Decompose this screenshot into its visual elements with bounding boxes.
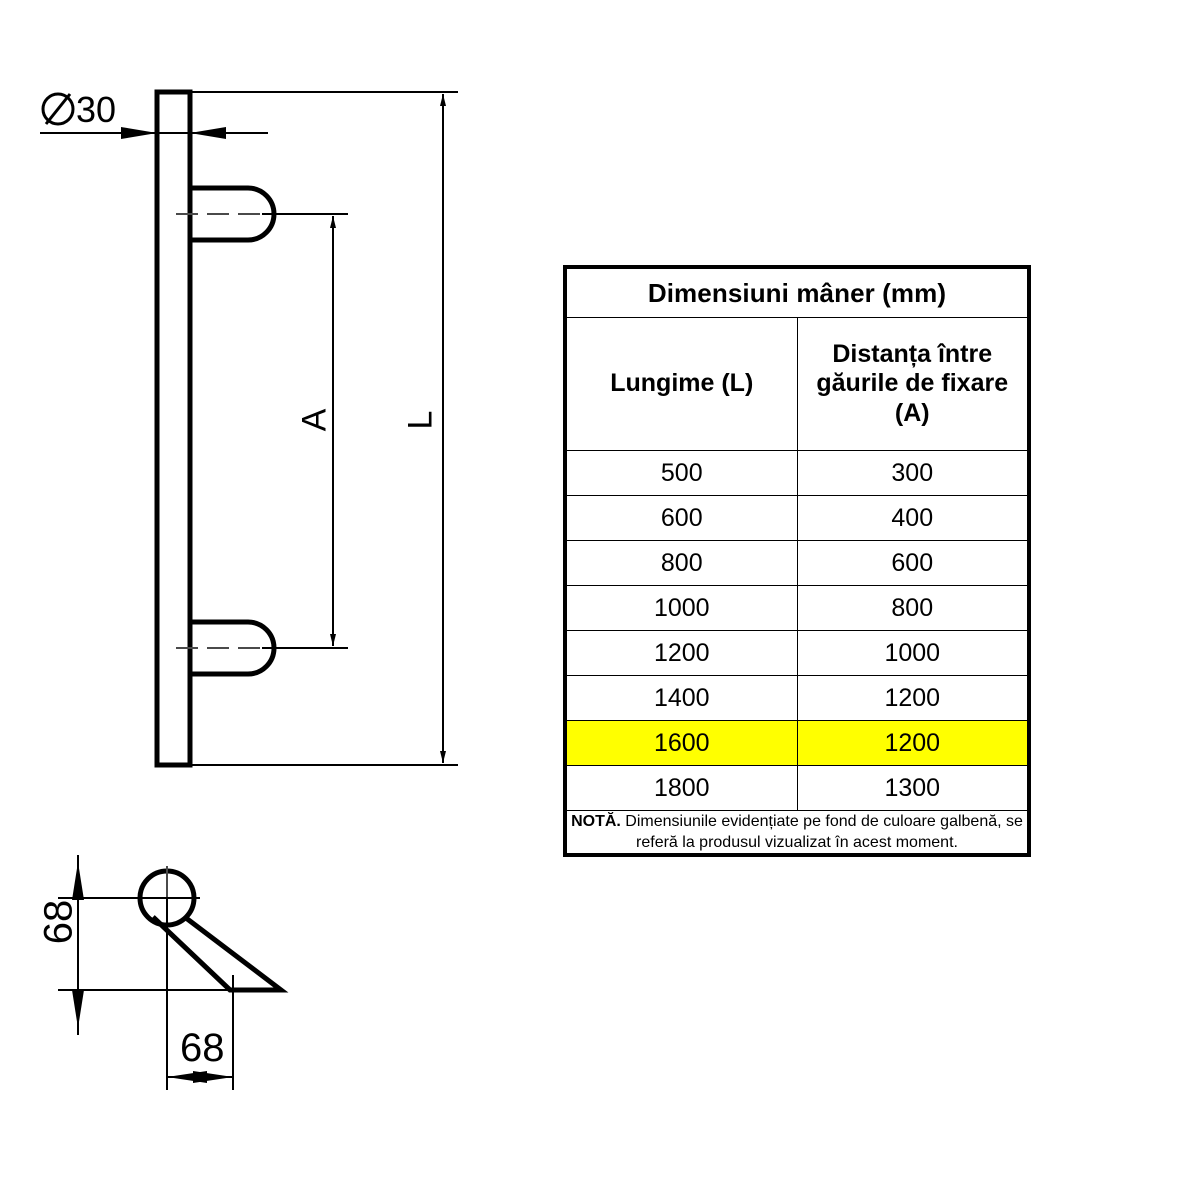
table-note-prefix: NOTĂ. xyxy=(571,813,621,830)
column-header-length: Lungime (L) xyxy=(566,317,798,451)
cell-length: 500 xyxy=(566,450,798,496)
section-wedge xyxy=(151,915,289,993)
cross-section-view xyxy=(58,855,289,1090)
dimensions-table-container: Dimensiuni mâner (mm) Lungime (L) Distan… xyxy=(563,265,1031,858)
table-row: 1400 1200 xyxy=(566,675,1028,721)
cell-hole-distance: 400 xyxy=(796,495,1028,541)
table-row: 800 600 xyxy=(566,540,1028,586)
dimensions-table-body: Dimensiuni mâner (mm) Lungime (L) Distan… xyxy=(566,268,1028,855)
dimensions-table: Dimensiuni mâner (mm) Lungime (L) Distan… xyxy=(566,268,1028,855)
table-row-highlighted: 1600 1200 xyxy=(566,720,1028,766)
table-header-row: Lungime (L) Distanța între găurile de fi… xyxy=(566,317,1028,451)
cell-hole-distance: 300 xyxy=(796,450,1028,496)
column-header-hole-distance-line1: Distanța între xyxy=(832,339,993,368)
table-note-text: Dimensiunile evidențiate pe fond de culo… xyxy=(620,813,1023,852)
cell-hole-distance: 800 xyxy=(796,585,1028,631)
dimension-A-label: A xyxy=(295,408,334,432)
bar-body xyxy=(154,89,193,768)
section-height-arrow-top xyxy=(72,862,84,900)
section-height-arrow-bottom xyxy=(72,990,84,1028)
upper-mounting-stud xyxy=(190,185,277,243)
section-width-arrow-right xyxy=(193,1071,233,1083)
diameter-dimension xyxy=(40,127,268,139)
cell-hole-distance: 1000 xyxy=(796,630,1028,676)
section-height-label: 68 xyxy=(36,899,81,945)
section-width-label: 68 xyxy=(180,1026,225,1070)
table-row: 1000 800 xyxy=(566,585,1028,631)
diameter-arrow-left xyxy=(121,127,157,139)
cell-hole-distance: 1300 xyxy=(796,765,1028,811)
dimension-L-label: L xyxy=(401,410,440,430)
cell-length: 1600 xyxy=(566,720,798,766)
diameter-value-label: 30 xyxy=(76,89,117,130)
table-note-row: NOTĂ. Dimensiunile evidențiate pe fond d… xyxy=(566,809,1028,855)
cell-length: 1400 xyxy=(566,675,798,721)
table-row: 500 300 xyxy=(566,450,1028,496)
table-row: 1800 1300 xyxy=(566,765,1028,811)
handle-bar-front-view xyxy=(154,89,310,768)
cell-length: 1800 xyxy=(566,765,798,811)
dimension-L xyxy=(190,91,458,766)
dimension-A xyxy=(262,213,348,649)
cell-length: 600 xyxy=(566,495,798,541)
table-row: 1200 1000 xyxy=(566,630,1028,676)
column-header-hole-distance-line2: găurile de fixare xyxy=(816,369,1009,398)
cell-length: 800 xyxy=(566,540,798,586)
diameter-arrow-right xyxy=(190,127,226,139)
column-header-hole-distance: Distanța între găurile de fixare (A) xyxy=(796,317,1028,451)
lower-mounting-stud xyxy=(190,619,277,677)
table-title-row: Dimensiuni mâner (mm) xyxy=(566,268,1028,318)
cell-hole-distance: 1200 xyxy=(796,720,1028,766)
column-header-hole-distance-line3: (A) xyxy=(894,398,930,427)
cell-hole-distance: 1200 xyxy=(796,675,1028,721)
cell-length: 1000 xyxy=(566,585,798,631)
cell-hole-distance: 600 xyxy=(796,540,1028,586)
table-row: 600 400 xyxy=(566,495,1028,541)
table-title: Dimensiuni mâner (mm) xyxy=(566,268,1028,318)
cell-length: 1200 xyxy=(566,630,798,676)
diameter-symbol-icon xyxy=(41,92,75,126)
table-note: NOTĂ. Dimensiunile evidențiate pe fond d… xyxy=(566,809,1028,855)
